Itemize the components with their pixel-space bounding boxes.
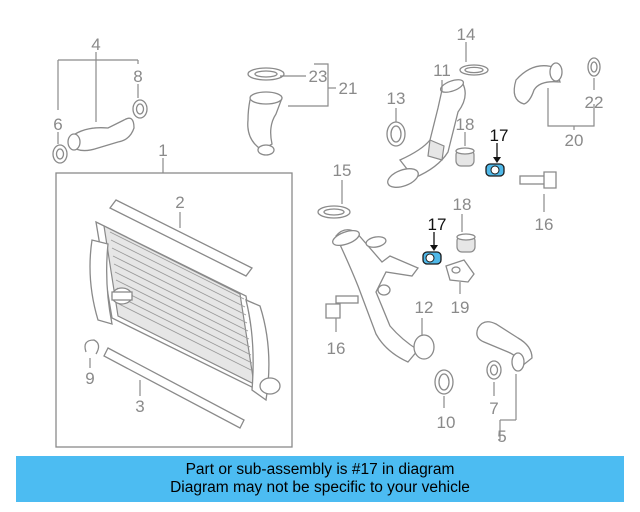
callout-14: 14 xyxy=(457,25,476,44)
callout-1: 1 xyxy=(158,141,167,160)
part-2-strip: 2 xyxy=(109,193,253,277)
callout-5: 5 xyxy=(497,427,506,446)
part-16-bolt-upper: 16 xyxy=(519,171,557,234)
part-20-elbow: 20 xyxy=(513,62,595,150)
callout-16-upper: 16 xyxy=(535,215,554,234)
callout-18-upper: 18 xyxy=(456,115,475,134)
callout-3: 3 xyxy=(135,397,144,416)
callout-12: 12 xyxy=(415,298,434,317)
callout-10: 10 xyxy=(437,413,456,432)
callout-7: 7 xyxy=(489,399,498,418)
part-1-frame: 1 xyxy=(55,141,293,448)
part-22-oring: 22 xyxy=(585,57,604,112)
callout-9: 9 xyxy=(85,369,94,388)
part-13-oring: 13 xyxy=(386,89,406,147)
callout-19: 19 xyxy=(451,298,470,317)
callout-2: 2 xyxy=(175,193,184,212)
callout-17-upper: 17 xyxy=(490,126,509,145)
callout-20: 20 xyxy=(565,131,584,150)
part-18-grommet-upper: 18 xyxy=(455,115,475,167)
part-12-pipe: 12 xyxy=(332,229,435,363)
callout-23: 23 xyxy=(309,67,328,86)
callout-4: 4 xyxy=(91,35,100,54)
part-3-strip: 3 xyxy=(103,347,245,429)
banner-line-1: Part or sub-assembly is #17 in diagram xyxy=(185,461,455,478)
parts-diagram: 1 2 3 9 xyxy=(52,25,604,448)
part-4-hose: 4 xyxy=(57,35,139,152)
part-9-clip: 9 xyxy=(84,339,100,388)
callout-16-lower: 16 xyxy=(327,339,346,358)
info-banner: Part or sub-assembly is #17 in diagram D… xyxy=(16,456,624,502)
callout-6: 6 xyxy=(53,115,62,134)
intercooler-core xyxy=(89,220,281,402)
callout-17-lower: 17 xyxy=(428,215,447,234)
part-7-oring: 7 xyxy=(486,360,502,418)
callout-21: 21 xyxy=(339,79,358,98)
callout-13: 13 xyxy=(387,89,406,108)
callout-11: 11 xyxy=(433,61,451,80)
part-15-clamp: 15 xyxy=(317,161,352,219)
part-8-oring: 8 xyxy=(132,67,148,119)
part-18-grommet-lower: 18 xyxy=(453,195,476,253)
callout-18-lower: 18 xyxy=(453,195,472,214)
part-17-upper: 17 xyxy=(485,126,509,177)
callout-15: 15 xyxy=(333,161,352,180)
banner-line-2: Diagram may not be specific to your vehi… xyxy=(170,479,470,496)
part-6-oring: 6 xyxy=(52,115,68,164)
part-19-bracket: 19 xyxy=(445,259,475,317)
part-16-bolt-lower: 16 xyxy=(325,295,359,358)
callout-22: 22 xyxy=(585,93,604,112)
part-10-gasket: 10 xyxy=(434,369,456,432)
part-14-clamp: 14 xyxy=(457,25,489,76)
callout-8: 8 xyxy=(133,67,142,86)
part-23-clamp: 23 xyxy=(247,67,328,86)
part-11-pipe: 11 xyxy=(387,61,466,188)
part-5-hose: 5 xyxy=(476,321,533,446)
part-21-hose: 21 xyxy=(247,63,358,156)
part-17-lower: 17 xyxy=(422,215,447,265)
